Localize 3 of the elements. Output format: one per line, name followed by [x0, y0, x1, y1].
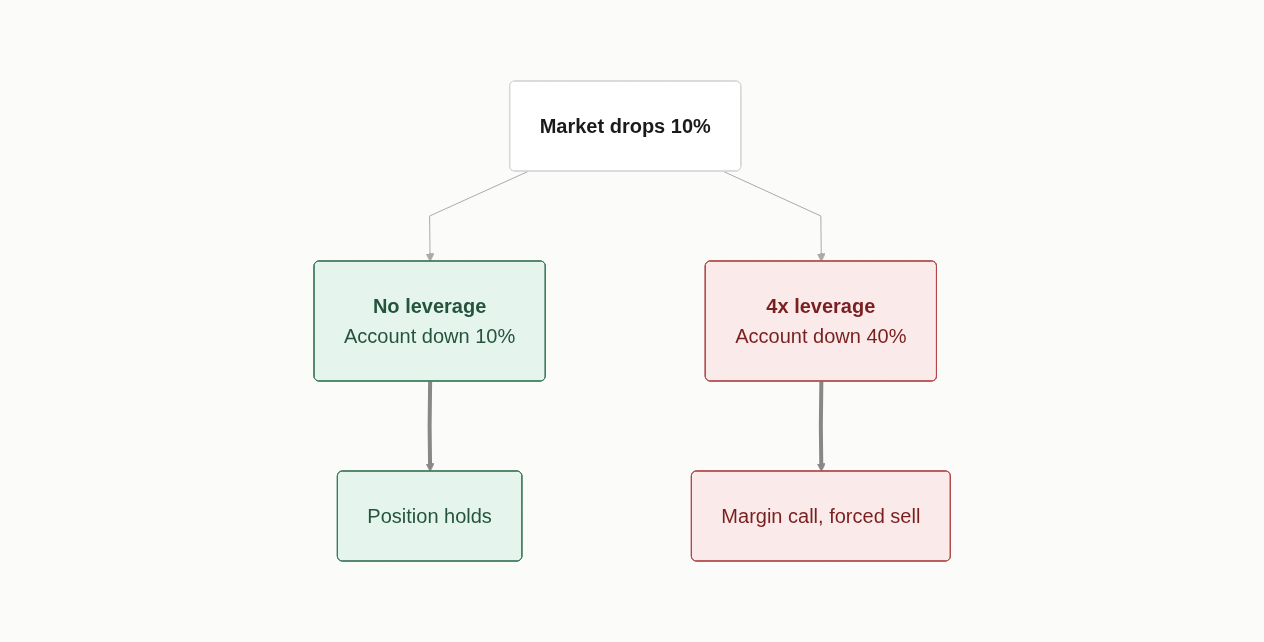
arrow [425, 171, 529, 262]
arrow [425, 381, 435, 472]
arrow [816, 381, 826, 472]
